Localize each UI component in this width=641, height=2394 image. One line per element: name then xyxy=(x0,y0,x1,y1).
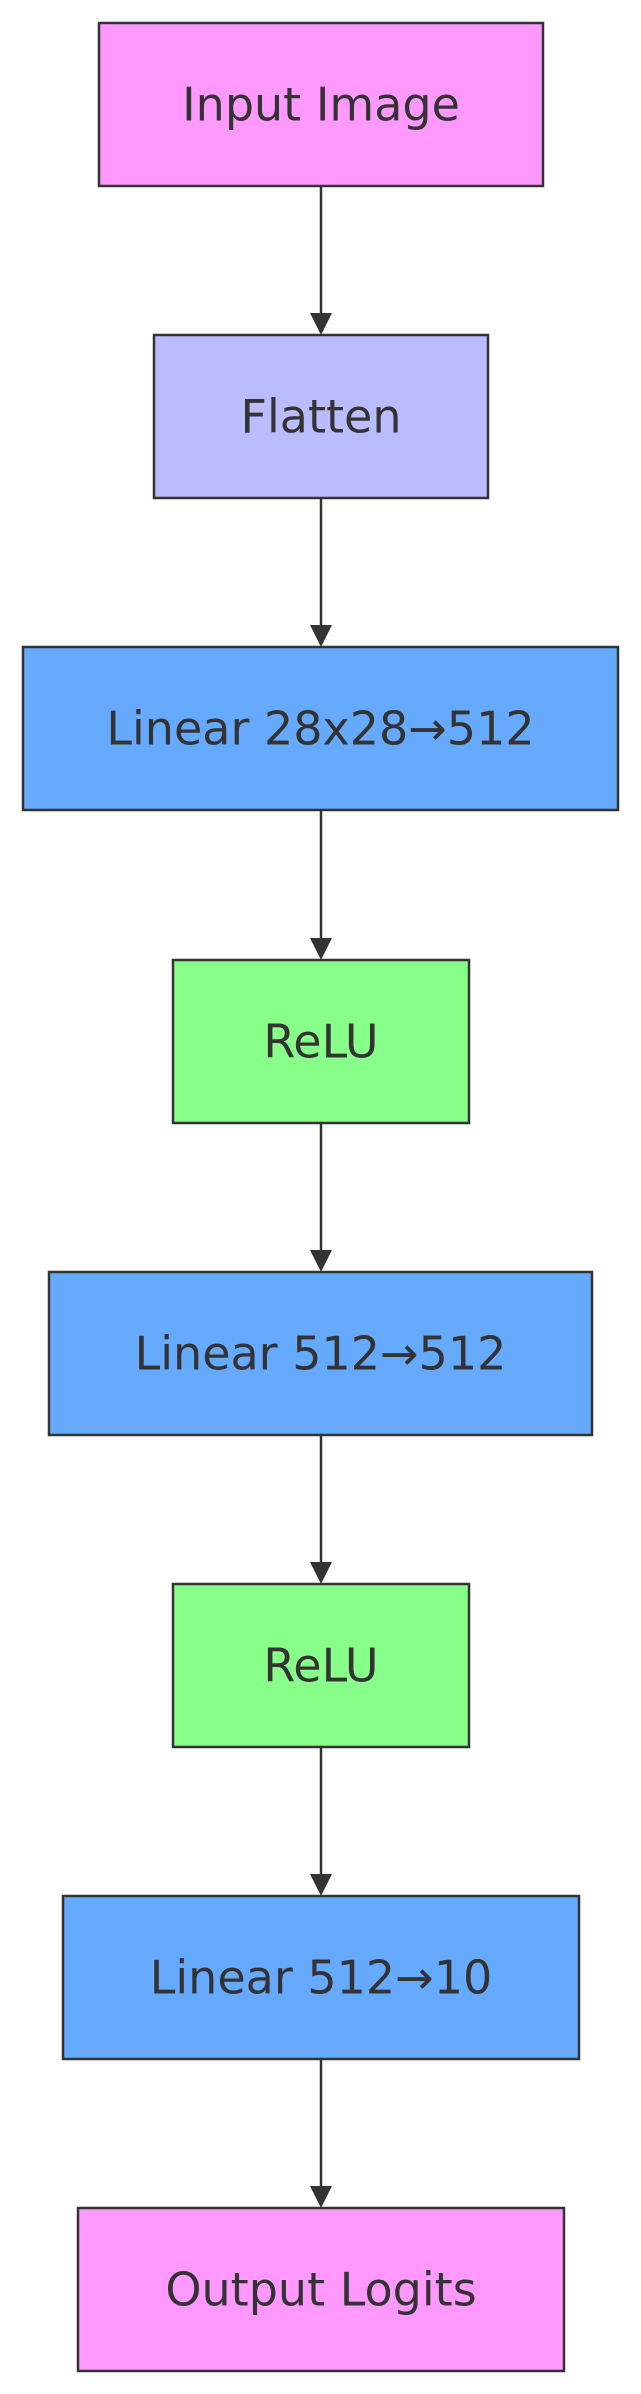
arrowhead-icon xyxy=(310,1562,332,1584)
edge-arrow xyxy=(310,498,332,647)
node-output-logits: Output Logits xyxy=(76,2206,566,2373)
node-box-output-logits xyxy=(76,2206,566,2373)
node-relu-2: ReLU xyxy=(171,1582,471,1749)
node-relu-1: ReLU xyxy=(171,958,471,1125)
arrowhead-icon xyxy=(310,313,332,335)
node-flatten: Flatten xyxy=(152,333,490,500)
node-box-linear-3 xyxy=(61,1894,581,2061)
node-label-linear-1: Linear 28x28→512 xyxy=(106,702,534,756)
node-label-output-logits: Output Logits xyxy=(165,2263,476,2317)
arrowhead-icon xyxy=(310,625,332,647)
node-box-linear-2 xyxy=(47,1270,594,1437)
node-box-flatten xyxy=(152,333,490,500)
node-box-linear-1 xyxy=(21,645,620,812)
node-label-relu-1: ReLU xyxy=(263,1015,378,1069)
node-box-input-image xyxy=(97,21,545,188)
edges xyxy=(310,186,332,2208)
node-linear-1: Linear 28x28→512 xyxy=(21,645,620,812)
arrowhead-icon xyxy=(310,1250,332,1272)
node-label-relu-2: ReLU xyxy=(263,1639,378,1693)
node-label-flatten: Flatten xyxy=(241,390,402,444)
node-linear-2: Linear 512→512 xyxy=(47,1270,594,1437)
edge-arrow xyxy=(310,1123,332,1272)
edge-arrow xyxy=(310,2059,332,2208)
arrowhead-icon xyxy=(310,1874,332,1896)
edge-arrow xyxy=(310,186,332,335)
arrowhead-icon xyxy=(310,2186,332,2208)
node-label-linear-2: Linear 512→512 xyxy=(135,1327,507,1381)
edge-arrow xyxy=(310,810,332,960)
node-input-image: Input Image xyxy=(97,21,545,188)
node-box-relu-2 xyxy=(171,1582,471,1749)
node-label-input-image: Input Image xyxy=(182,78,460,132)
node-label-linear-3: Linear 512→10 xyxy=(150,1951,492,2005)
edge-arrow xyxy=(310,1435,332,1584)
arrowhead-icon xyxy=(310,938,332,960)
edge-arrow xyxy=(310,1747,332,1896)
node-linear-3: Linear 512→10 xyxy=(61,1894,581,2061)
node-box-relu-1 xyxy=(171,958,471,1125)
